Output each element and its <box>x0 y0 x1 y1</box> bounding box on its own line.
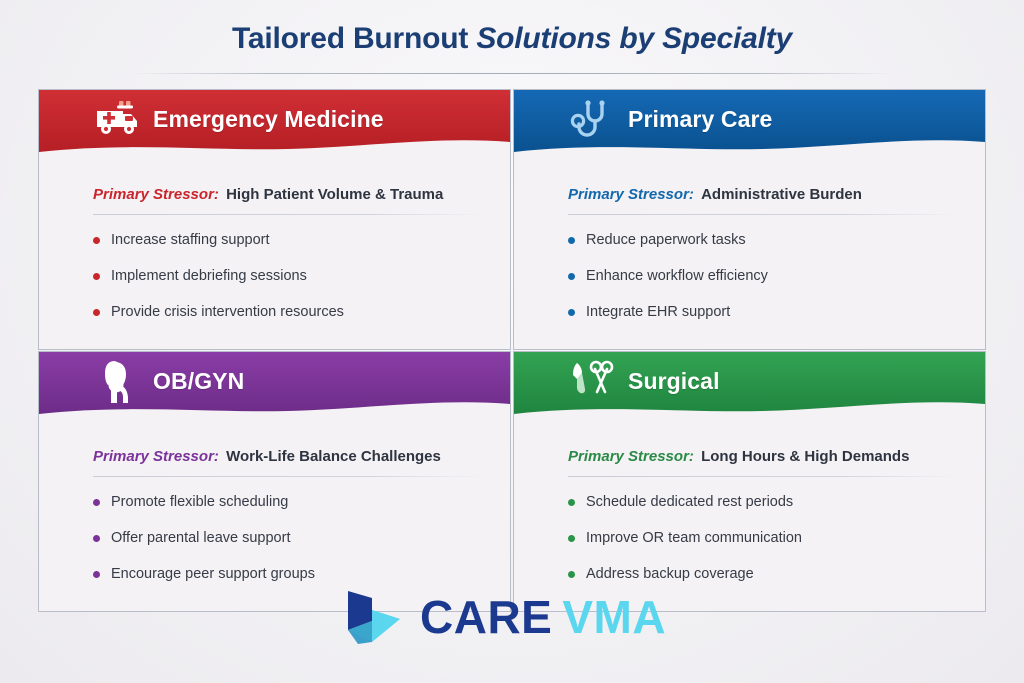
solution-list: Schedule dedicated rest periods Improve … <box>568 493 959 583</box>
list-item-label: Improve OR team communication <box>586 530 802 547</box>
stressor-divider <box>568 476 959 477</box>
list-item: Schedule dedicated rest periods <box>568 493 959 511</box>
card-header-primary-care: Primary Care <box>514 90 985 152</box>
bullet-dot-icon <box>93 237 100 244</box>
specialty-card-ob-gyn[interactable]: OB/GYN Primary Stressor: Work-Life Balan… <box>38 351 511 612</box>
card-title-label: Surgical <box>628 367 720 394</box>
bullet-dot-icon <box>568 273 575 281</box>
primary-stressor-value: Long Hours & High Demands <box>701 448 910 465</box>
card-header-surgical: Surgical <box>514 352 985 414</box>
card-body-emergency-medicine: Primary Stressor: High Patient Volume & … <box>39 152 510 349</box>
logo-text-primary: CARE <box>420 591 553 643</box>
solution-list: Promote flexible scheduling Offer parent… <box>93 493 484 583</box>
specialty-card-surgical[interactable]: Surgical Primary Stressor: Long Hours & … <box>513 351 986 612</box>
primary-stressor: Primary Stressor: Long Hours & High Dema… <box>568 448 959 466</box>
scalpel-scissors-icon <box>573 360 614 394</box>
bullet-dot-icon <box>568 237 575 244</box>
card-header-content: Surgical <box>568 359 720 403</box>
primary-stressor-value: Administrative Burden <box>701 186 862 203</box>
card-title-label: Primary Care <box>628 105 773 132</box>
list-item-label: Enhance workflow efficiency <box>586 268 768 285</box>
primary-stressor-label: Primary Stressor: <box>93 186 219 203</box>
list-item-label: Increase staffing support <box>111 232 270 248</box>
card-body-surgical: Primary Stressor: Long Hours & High Dema… <box>514 414 985 611</box>
card-header-ob-gyn: OB/GYN <box>39 352 510 414</box>
bullet-dot-icon <box>568 309 575 317</box>
page-title-part2: Solutions by Specialty <box>476 22 793 55</box>
list-item-label: Provide crisis intervention resources <box>111 304 344 321</box>
stressor-divider <box>93 476 484 477</box>
primary-stressor-value: High Patient Volume & Trauma <box>226 186 444 203</box>
list-item-label: Integrate EHR support <box>586 304 731 321</box>
primary-stressor: Primary Stressor: High Patient Volume & … <box>93 186 484 204</box>
list-item: Increase staffing support <box>93 231 484 249</box>
list-item: Enhance workflow efficiency <box>568 267 959 285</box>
card-body-primary-care: Primary Stressor: Administrative Burden … <box>514 152 985 349</box>
primary-stressor-label: Primary Stressor: <box>568 186 694 203</box>
bullet-dot-icon <box>568 535 575 543</box>
list-item: Reduce paperwork tasks <box>568 231 959 249</box>
ambulance-icon <box>97 101 137 134</box>
bullet-dot-icon <box>93 535 100 543</box>
bullet-dot-icon <box>568 499 575 506</box>
logo-text-secondary: VMA <box>562 591 667 643</box>
header-wave-shape <box>514 90 985 152</box>
primary-stressor-value: Work-Life Balance Challenges <box>226 448 441 465</box>
title-divider <box>132 72 892 74</box>
header-section: Tailored Burnout Solutions by Specialty <box>0 0 1024 74</box>
primary-stressor-label: Primary Stressor: <box>568 448 694 465</box>
primary-stressor: Primary Stressor: Administrative Burden <box>568 186 959 204</box>
list-item: Promote flexible scheduling <box>93 493 484 511</box>
stressor-divider <box>568 214 959 215</box>
header-wave-shape <box>39 352 510 414</box>
page-title-part1: Tailored Burnout <box>231 22 469 55</box>
card-title-label: OB/GYN <box>153 367 245 394</box>
bullet-dot-icon <box>93 273 100 281</box>
card-header-content: OB/GYN <box>93 359 244 403</box>
card-header-content: Emergency Medicine <box>93 97 384 141</box>
list-item: Provide crisis intervention resources <box>93 303 484 321</box>
header-wave-shape <box>39 90 510 152</box>
list-item-label: Address backup coverage <box>586 566 754 583</box>
card-header-emergency-medicine: Emergency Medicine <box>39 90 510 152</box>
page-title: Tailored Burnout Solutions by Specialty <box>0 22 1024 57</box>
list-item: Offer parental leave support <box>93 529 484 547</box>
card-title-label: Emergency Medicine <box>153 105 384 132</box>
header-wave-shape <box>514 352 985 414</box>
list-item-label: Schedule dedicated rest periods <box>586 494 794 510</box>
primary-stressor-label: Primary Stressor: <box>93 448 219 465</box>
list-item-label: Encourage peer support groups <box>111 566 315 583</box>
list-item-label: Reduce paperwork tasks <box>586 232 746 248</box>
solution-list: Reduce paperwork tasks Enhance workflow … <box>568 231 959 321</box>
solution-list: Increase staffing support Implement debr… <box>93 231 484 321</box>
list-item: Encourage peer support groups <box>93 565 484 583</box>
specialty-card-emergency-medicine[interactable]: Emergency Medicine Primary Stressor: Hig… <box>38 89 511 350</box>
list-item-label: Implement debriefing sessions <box>111 268 307 285</box>
list-item: Address backup coverage <box>568 565 959 583</box>
list-item: Improve OR team communication <box>568 529 959 547</box>
stethoscope-icon <box>570 100 605 137</box>
specialty-card-primary-care[interactable]: Primary Care Primary Stressor: Administr… <box>513 89 986 350</box>
list-item-label: Offer parental leave support <box>111 530 291 547</box>
pregnant-woman-icon <box>105 361 128 403</box>
card-body-ob-gyn: Primary Stressor: Work-Life Balance Chal… <box>39 414 510 611</box>
list-item: Implement debriefing sessions <box>93 267 484 285</box>
bullet-dot-icon <box>93 309 100 317</box>
card-header-content: Primary Care <box>568 97 772 141</box>
bullet-dot-icon <box>93 571 100 579</box>
stressor-divider <box>93 214 484 215</box>
bullet-dot-icon <box>568 571 575 579</box>
bullet-dot-icon <box>93 499 100 506</box>
list-item: Integrate EHR support <box>568 303 959 321</box>
specialty-card-grid: Emergency Medicine Primary Stressor: Hig… <box>38 89 986 654</box>
care-vma-logo-mark-icon <box>348 591 400 644</box>
list-item-label: Promote flexible scheduling <box>111 494 289 510</box>
primary-stressor: Primary Stressor: Work-Life Balance Chal… <box>93 448 484 466</box>
